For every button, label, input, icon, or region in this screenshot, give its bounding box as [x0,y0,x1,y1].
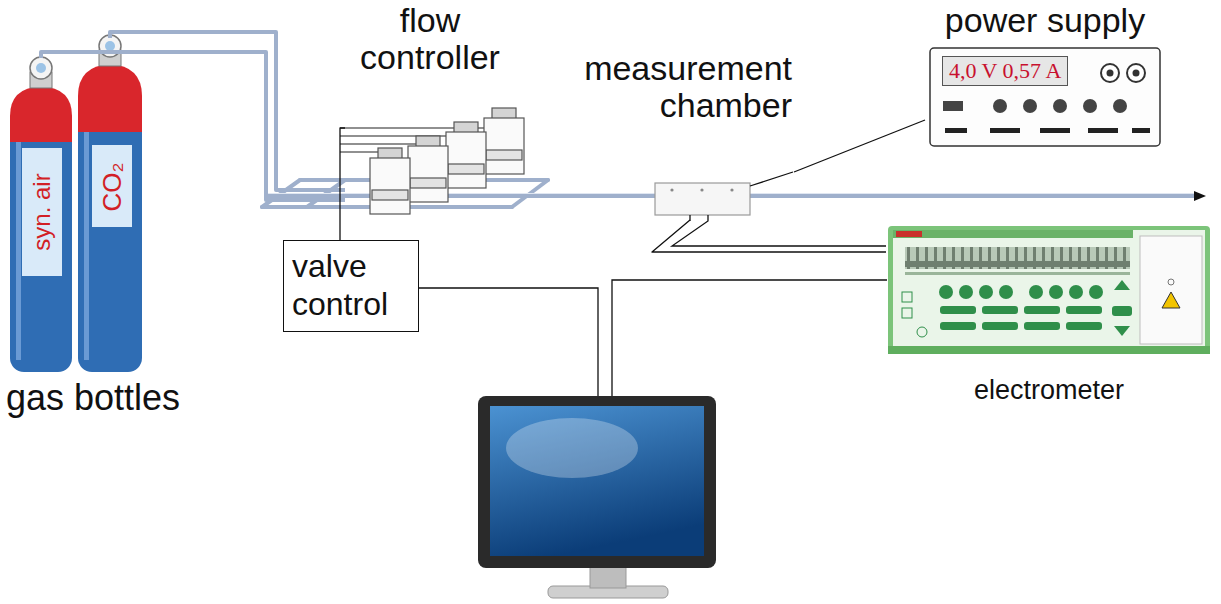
flow-controller-unit [370,108,524,214]
electrometer: electrometer [886,224,1214,424]
supply-wire [794,120,925,172]
power-supply: power supply 4,0 V 0,57 A [925,2,1167,148]
gas-bottle: syn. air [10,58,72,372]
gas-bottle: CO₂ [78,38,142,372]
node-heading: measurement chamber [560,50,792,125]
data-wires [419,280,887,398]
outlet-arrow [1194,191,1206,201]
valve-control-box: valve control [283,240,419,332]
signal-wire [652,220,886,252]
node-heading: power supply [925,2,1165,39]
gas-pipe [41,52,345,200]
measurement-chamber: measurement chamber [560,50,794,220]
group-label: gas bottles [6,378,180,418]
gas-pipe [110,32,345,190]
chamber-body [655,172,886,246]
bottle-label: CO₂ [98,162,127,211]
gas-bottle [10,57,72,372]
gas-bottle [78,35,142,372]
display-reading: 4,0 V 0,57 A [942,56,1068,86]
electrometer-body [888,226,1210,354]
flow-controller: flow controller [345,2,545,220]
node-heading: valve control [292,247,412,324]
control-wire [340,128,345,240]
bottle-label: syn. air [29,173,55,250]
computer-monitor [478,396,716,598]
node-heading: electrometer [886,376,1212,406]
node-heading: flow controller [345,2,515,77]
power-supply-body [930,48,1160,146]
gas-pipe [545,194,560,198]
